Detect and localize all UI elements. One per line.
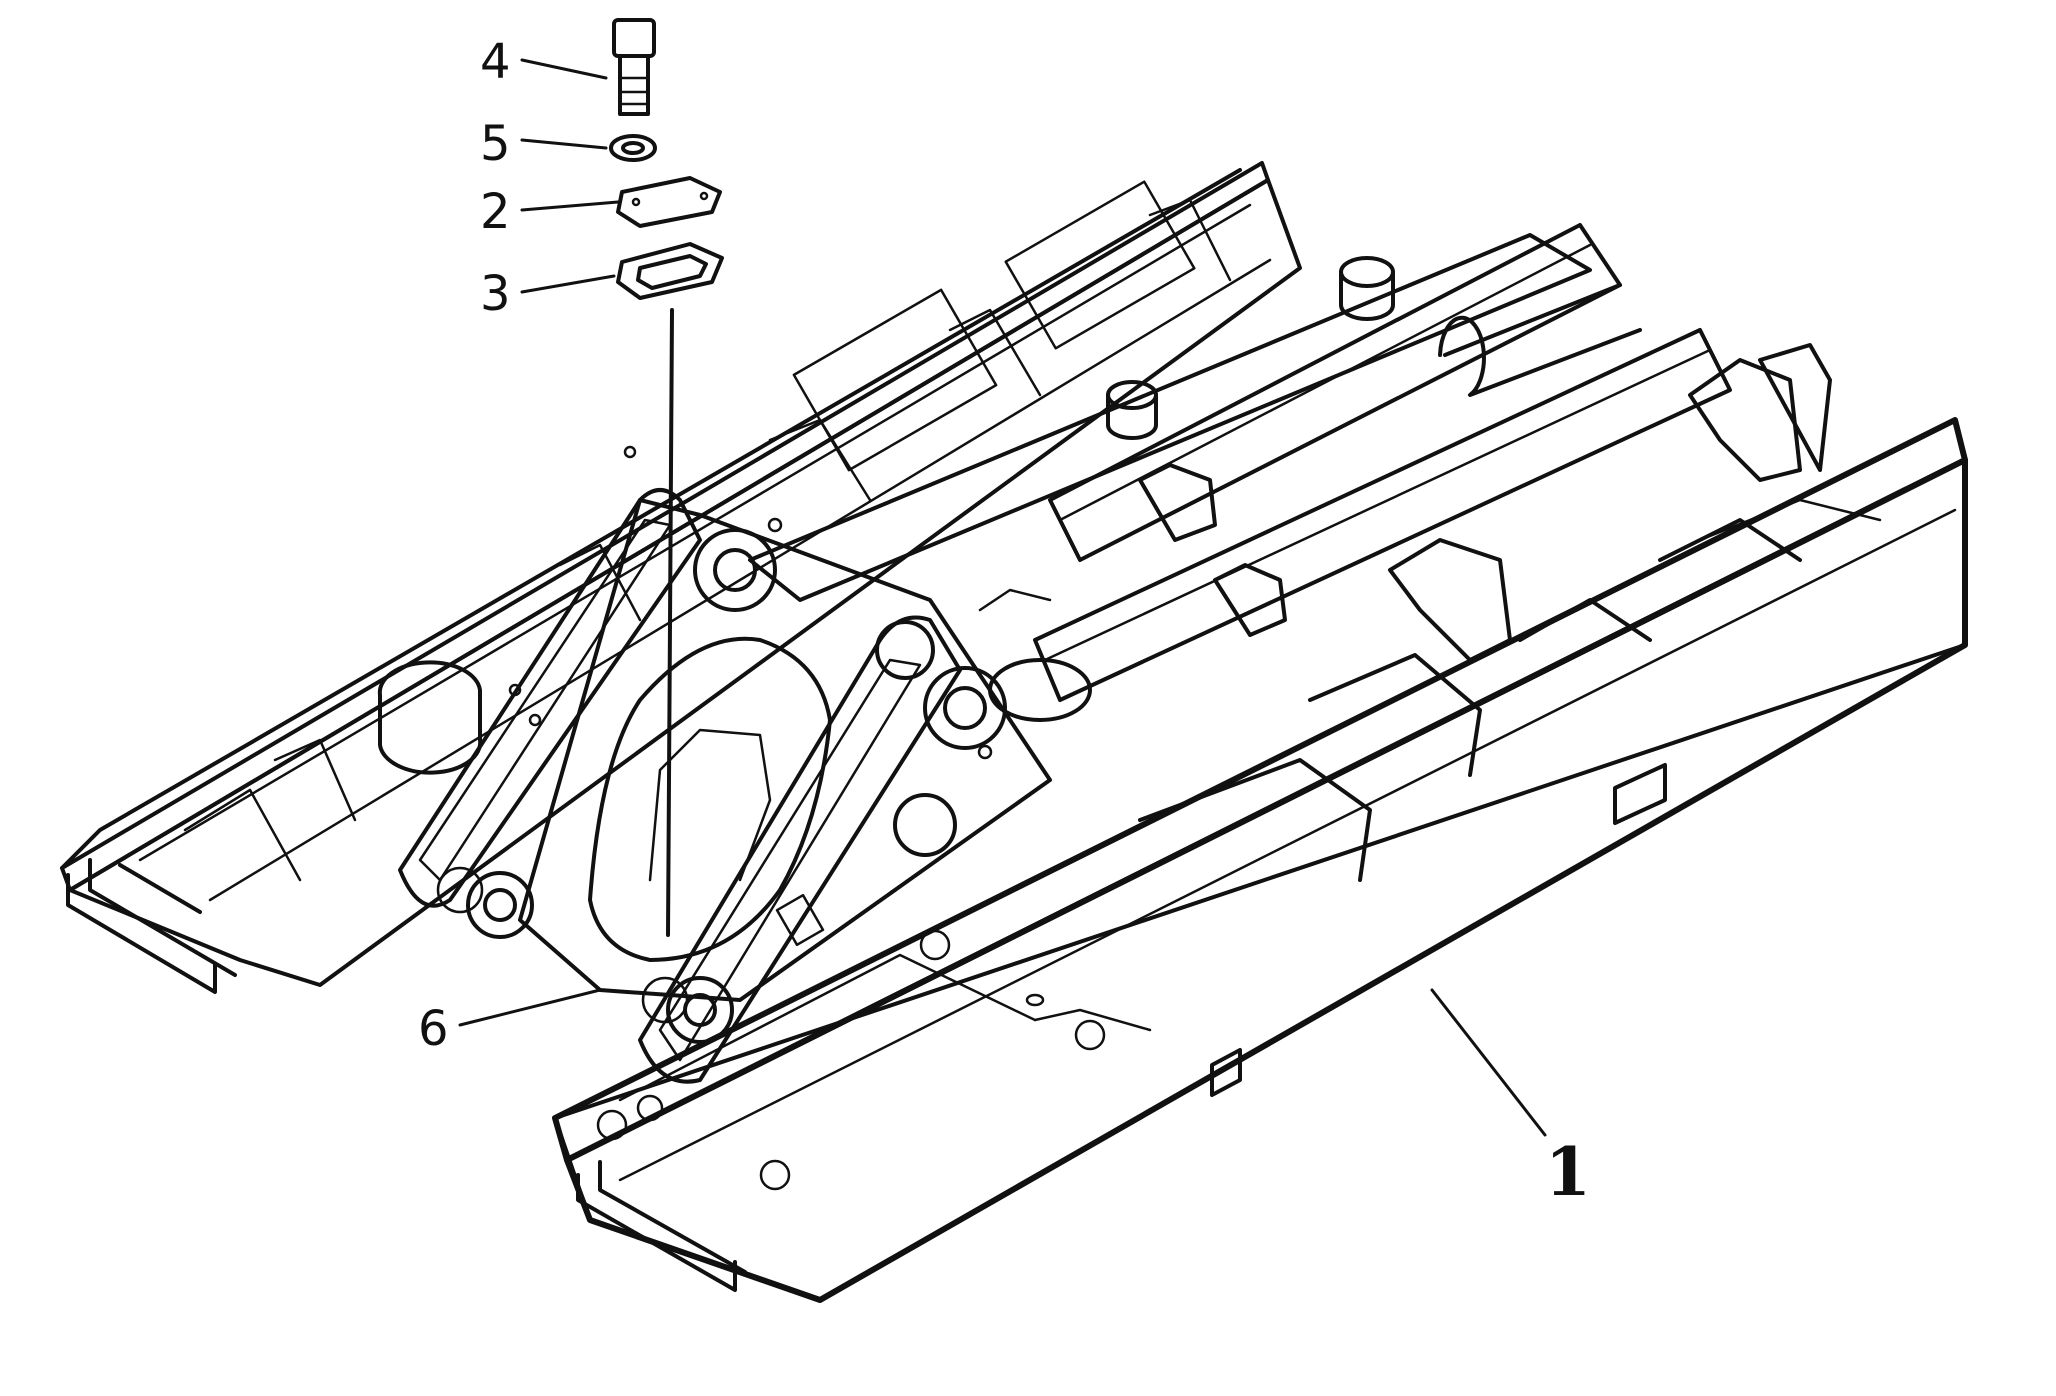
cross-frame (748, 223, 1832, 702)
part-5-washer (609, 134, 657, 162)
label-part-5: 5 (480, 116, 511, 172)
label-part-3: 3 (480, 266, 511, 322)
part-3-gasket (616, 242, 724, 300)
part-4-bolt (612, 18, 656, 116)
callout-leaders (458, 58, 1547, 1137)
part-2-cover-plate (616, 176, 722, 228)
left-side-frame (60, 161, 1395, 994)
label-part-6: 6 (418, 1001, 449, 1057)
label-part-2: 2 (480, 184, 511, 240)
label-part-1: 1 (1545, 1133, 1591, 1211)
label-part-4: 4 (480, 34, 511, 90)
center-carbody (398, 488, 1092, 1084)
assembly-centerline (666, 308, 674, 937)
right-side-frame (552, 417, 1968, 1303)
